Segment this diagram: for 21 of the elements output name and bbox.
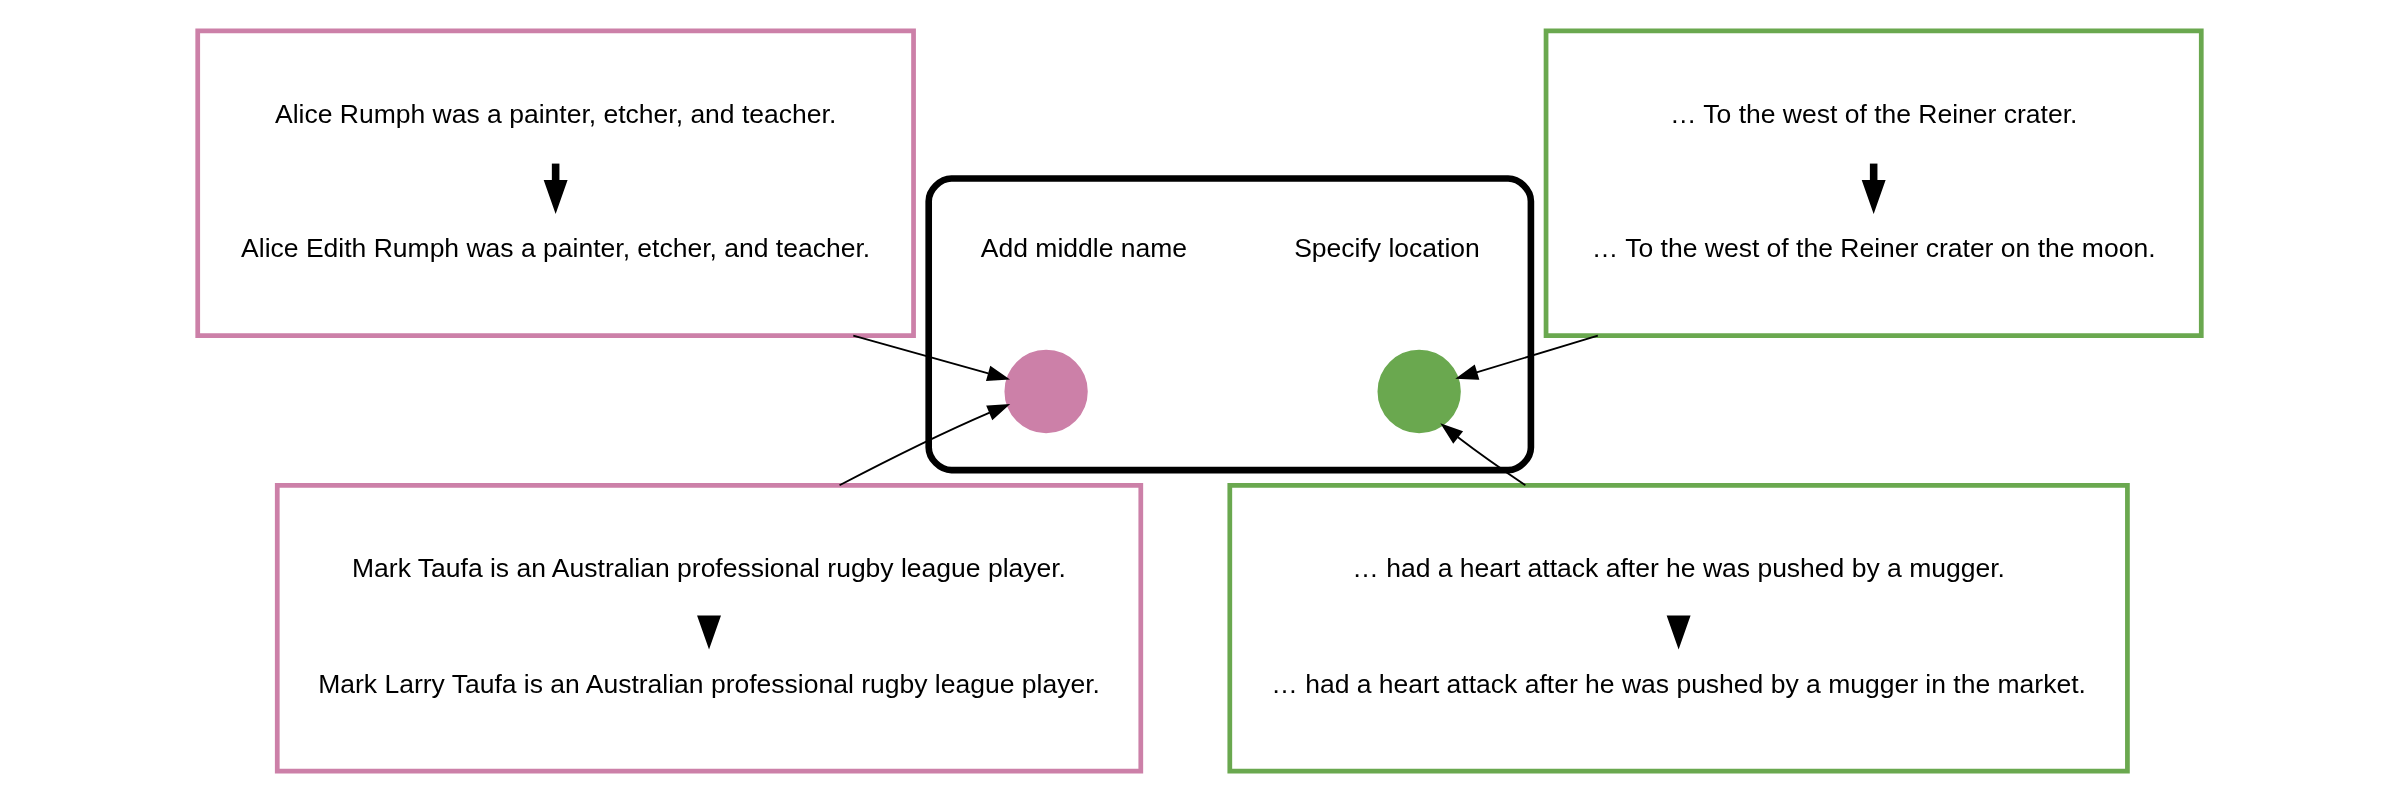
node-text: Mark Taufa is an Australian professional rugby league player. (352, 553, 1067, 584)
node-circle (1004, 349, 1088, 434)
node-text: … To the west of the Reiner crater on the moon. (1591, 233, 2156, 264)
cluster (1227, 482, 2130, 774)
node-text: Alice Edith Rumph was a painter, etcher, and teacher. (241, 233, 871, 264)
arrow (1455, 334, 1599, 380)
cluster (925, 175, 1535, 474)
node-text: … had a heart attack after he was pushed by a mugger in the market. (1271, 669, 2086, 700)
arrow (838, 404, 1011, 487)
node-text: Alice Rumph was a painter, etcher, and teacher. (275, 99, 837, 129)
node-label: Specify location (1294, 233, 1480, 264)
arrow (1440, 423, 1527, 487)
cluster (195, 28, 916, 339)
node-text: … had a heart attack after he was pushed by a mugger. (1352, 553, 2005, 584)
node-label: Add middle name (980, 233, 1188, 264)
arrow (852, 334, 1010, 382)
cluster (274, 482, 1144, 774)
node-text: Mark Larry Taufa is an Australian professional rugby league player. (318, 669, 1100, 700)
node-circle (1377, 349, 1461, 434)
cluster (1543, 28, 2204, 339)
node-text: … To the west of the Reiner crater. (1669, 99, 2078, 129)
